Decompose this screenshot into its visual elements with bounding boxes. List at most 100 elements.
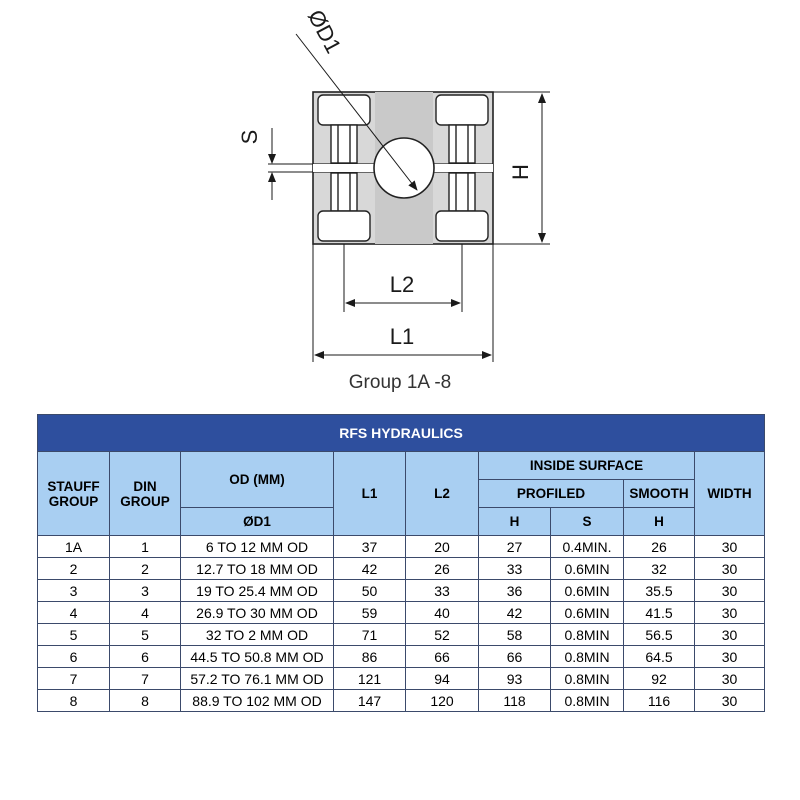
cell-od: 57.2 TO 76.1 MM OD	[180, 667, 334, 690]
cell-smooth: 92	[623, 667, 695, 690]
cell-din: 7	[109, 667, 181, 690]
cell-width: 30	[693, 535, 766, 558]
bolt-bottom-left	[317, 172, 371, 242]
cell-l1: 86	[333, 645, 406, 668]
cell-width: 30	[693, 667, 766, 690]
cell-width: 30	[693, 557, 766, 580]
header-stauff-group: STAUFF GROUP	[37, 451, 110, 536]
cell-od: 6 TO 12 MM OD	[180, 535, 334, 558]
bolt-bottom-right	[435, 172, 489, 242]
cell-l1: 71	[333, 623, 406, 646]
cell-l1: 42	[333, 557, 406, 580]
d1-label: ØD1	[303, 6, 346, 58]
header-l1: L1	[333, 451, 406, 536]
cell-din: 5	[109, 623, 181, 646]
cell-h: 36	[478, 579, 551, 602]
header-din-group: DIN GROUP	[109, 451, 181, 536]
cell-od: 32 TO 2 MM OD	[180, 623, 334, 646]
cell-h: 27	[478, 535, 551, 558]
cell-l2: 33	[405, 579, 479, 602]
cell-width: 30	[693, 689, 766, 712]
h-label: H	[508, 164, 533, 180]
cell-l2: 52	[405, 623, 479, 646]
cell-l1: 50	[333, 579, 406, 602]
cell-l1: 121	[333, 667, 406, 690]
cell-h: 42	[478, 601, 551, 624]
cell-din: 8	[109, 689, 181, 712]
cell-s: 0.6MIN	[550, 601, 624, 624]
header-width: WIDTH	[693, 451, 766, 536]
cell-od: 44.5 TO 50.8 MM OD	[180, 645, 334, 668]
cell-width: 30	[693, 579, 766, 602]
cell-od: 88.9 TO 102 MM OD	[180, 689, 334, 712]
cell-width: 30	[693, 601, 766, 624]
cell-l2: 26	[405, 557, 479, 580]
cell-width: 30	[693, 645, 766, 668]
cell-l2: 120	[405, 689, 479, 712]
cell-smooth: 64.5	[623, 645, 695, 668]
cell-smooth: 116	[623, 689, 695, 712]
cell-smooth: 26	[623, 535, 695, 558]
spec-table: RFS HYDRAULICS STAUFF GROUP DIN GROUP OD…	[36, 414, 766, 712]
bolt-top-right	[435, 94, 489, 164]
cell-width: 30	[693, 623, 766, 646]
header-od: OD (MM)	[180, 451, 334, 508]
cell-stauff: 2	[37, 557, 110, 580]
header-l2: L2	[405, 451, 479, 536]
bolt-top-left	[317, 94, 371, 164]
header-od-sub: ØD1	[180, 507, 334, 536]
cell-l2: 20	[405, 535, 479, 558]
cell-od: 12.7 TO 18 MM OD	[180, 557, 334, 580]
cell-stauff: 8	[37, 689, 110, 712]
cell-stauff: 1A	[37, 535, 110, 558]
cell-din: 1	[109, 535, 181, 558]
cell-stauff: 5	[37, 623, 110, 646]
cell-smooth: 32	[623, 557, 695, 580]
cell-din: 4	[109, 601, 181, 624]
cell-din: 6	[109, 645, 181, 668]
cell-s: 0.4MIN.	[550, 535, 624, 558]
cell-h: 58	[478, 623, 551, 646]
cell-od: 19 TO 25.4 MM OD	[180, 579, 334, 602]
cell-smooth: 41.5	[623, 601, 695, 624]
cell-stauff: 3	[37, 579, 110, 602]
header-smooth: SMOOTH	[623, 479, 695, 508]
cell-s: 0.6MIN	[550, 557, 624, 580]
cell-l2: 66	[405, 645, 479, 668]
cell-stauff: 4	[37, 601, 110, 624]
table-title: RFS HYDRAULICS	[36, 414, 766, 452]
cell-s: 0.8MIN	[550, 689, 624, 712]
cell-l2: 94	[405, 667, 479, 690]
header-profiled-h: H	[478, 507, 551, 536]
cell-stauff: 6	[37, 645, 110, 668]
l1-label: L1	[390, 324, 414, 349]
header-profiled-s: S	[550, 507, 624, 536]
cell-l1: 59	[333, 601, 406, 624]
l2-label: L2	[390, 272, 414, 297]
cell-s: 0.8MIN	[550, 667, 624, 690]
header-profiled: PROFILED	[478, 479, 624, 508]
cell-din: 2	[109, 557, 181, 580]
cell-l1: 37	[333, 535, 406, 558]
cell-h: 33	[478, 557, 551, 580]
clamp-drawing: ØD1 S H L2 L1	[237, 6, 550, 362]
cell-l2: 40	[405, 601, 479, 624]
cell-s: 0.6MIN	[550, 579, 624, 602]
d1-leader	[295, 33, 418, 191]
cell-od: 26.9 TO 30 MM OD	[180, 601, 334, 624]
drawing-caption: Group 1A -8	[348, 372, 452, 393]
cell-h: 118	[478, 689, 551, 712]
header-inside-surface: INSIDE SURFACE	[478, 451, 695, 480]
cell-h: 93	[478, 667, 551, 690]
cell-smooth: 35.5	[623, 579, 695, 602]
header-smooth-h: H	[623, 507, 695, 536]
cell-stauff: 7	[37, 667, 110, 690]
cell-smooth: 56.5	[623, 623, 695, 646]
